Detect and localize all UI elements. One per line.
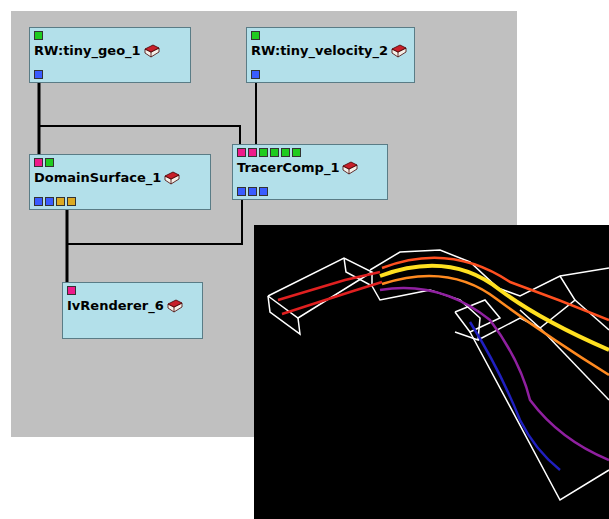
port-square — [259, 187, 268, 196]
port-square — [34, 158, 43, 167]
port-square — [56, 197, 65, 206]
module-box: RW:tiny_velocity_2 — [246, 27, 415, 83]
port-row — [34, 31, 43, 40]
port-row — [237, 187, 268, 196]
port-square — [45, 197, 54, 206]
port-square — [281, 148, 290, 157]
module-name: IvRenderer_6 — [67, 298, 164, 313]
port-square — [248, 148, 257, 157]
port-square — [67, 197, 76, 206]
port-row — [34, 197, 76, 206]
port-square — [45, 158, 54, 167]
port-square — [237, 187, 246, 196]
render-view — [254, 225, 609, 519]
title-row: IvRenderer_6 — [67, 298, 183, 313]
title-row: DomainSurface_1 — [34, 170, 180, 185]
module-name: RW:tiny_velocity_2 — [251, 43, 388, 58]
book-icon — [342, 161, 358, 175]
connection-wire — [39, 83, 240, 144]
module-box: RW:tiny_geo_1 — [29, 27, 191, 83]
module-box: IvRenderer_6 — [62, 282, 203, 339]
connection-wire — [255, 83, 257, 144]
port-square — [67, 286, 76, 295]
port-square — [248, 187, 257, 196]
port-square — [34, 31, 43, 40]
module-box: TracerComp_1 — [232, 144, 388, 200]
book-icon — [167, 299, 183, 313]
port-square — [270, 148, 279, 157]
port-square — [292, 148, 301, 157]
book-icon — [164, 171, 180, 185]
port-row — [237, 148, 301, 157]
port-row — [34, 70, 43, 79]
module-box: DomainSurface_1 — [29, 154, 211, 210]
book-icon — [144, 44, 160, 58]
module-name: DomainSurface_1 — [34, 170, 161, 185]
title-row: RW:tiny_velocity_2 — [251, 43, 407, 58]
title-row: RW:tiny_geo_1 — [34, 43, 160, 58]
book-icon — [391, 44, 407, 58]
module-name: TracerComp_1 — [237, 160, 339, 175]
port-square — [251, 70, 260, 79]
port-square — [237, 148, 246, 157]
port-row — [251, 31, 260, 40]
port-row — [67, 286, 76, 295]
port-square — [259, 148, 268, 157]
port-square — [34, 70, 43, 79]
port-row — [34, 158, 54, 167]
port-square — [34, 197, 43, 206]
title-row: TracerComp_1 — [237, 160, 358, 175]
port-row — [251, 70, 260, 79]
port-square — [251, 31, 260, 40]
module-name: RW:tiny_geo_1 — [34, 43, 141, 58]
connection-wire — [67, 200, 242, 282]
